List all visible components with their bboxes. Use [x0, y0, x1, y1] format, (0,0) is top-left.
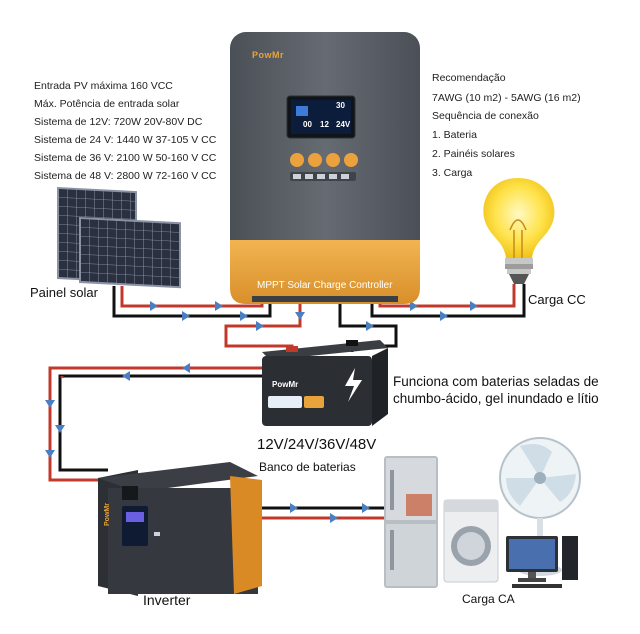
battery-compat-note-2: chumbo-ácido, gel inundado e lítio: [393, 391, 599, 406]
battery-voltages: 12V/24V/36V/48V: [257, 436, 377, 453]
lcd-value: 12: [320, 120, 329, 129]
arrow-icon: [122, 371, 130, 381]
refrigerator: [384, 456, 438, 588]
lcd-top-value: 30: [336, 101, 345, 110]
arrow-icon: [215, 301, 223, 311]
pv-spec-line: Sistema de 24 V: 1440 W 37-105 V CC: [34, 134, 217, 146]
battery-compat-note-1: Funciona com baterias seladas de: [393, 374, 599, 389]
ac-load-label: Carga CA: [462, 592, 515, 606]
pv-spec-line: Máx. Potência de entrada solar: [34, 98, 180, 110]
arrow-icon: [45, 400, 55, 408]
battery: [262, 340, 388, 426]
mppt-controller: [230, 32, 420, 304]
wires: [48, 284, 526, 520]
lcd-value: 24V: [336, 120, 351, 129]
solar-panels: [57, 186, 181, 289]
computer-icon: [506, 536, 578, 588]
rec-line: 1. Bateria: [432, 129, 477, 141]
pv-spec-line: Sistema de 12V: 720W 20V-80V DC: [34, 116, 203, 128]
dc-load-label: Carga CC: [528, 292, 586, 307]
arrow-icon: [290, 503, 298, 513]
arrow-icon: [410, 301, 418, 311]
washing-machine: [443, 499, 499, 583]
controller-brand: PowMr: [252, 50, 285, 60]
pv-spec-line: Entrada PV máxima 160 VCC: [34, 80, 173, 92]
inverter-label: Inverter: [143, 592, 191, 608]
pv-spec-line: Sistema de 36 V: 2100 W 50-160 V CC: [34, 152, 217, 164]
arrow-icon: [256, 321, 264, 331]
flow-arrows: [45, 301, 478, 523]
arrow-icon: [295, 312, 305, 320]
bulb-icon: [483, 178, 555, 284]
lcd-value: 00: [303, 120, 312, 129]
arrow-icon: [182, 363, 190, 373]
rec-line: 7AWG (10 m2) - 5AWG (16 m2): [432, 92, 581, 104]
arrow-icon: [182, 311, 190, 321]
inverter-unit: [98, 462, 262, 596]
rec-line: 3. Carga: [432, 167, 473, 179]
arrow-icon: [45, 450, 55, 458]
arrow-icon: [330, 513, 338, 523]
inverter-brand: PowMr: [104, 503, 111, 526]
arrow-icon: [55, 425, 65, 433]
arrow-icon: [366, 321, 374, 331]
pv-spec-line: Sistema de 48 V: 2800 W 72-160 V CC: [34, 170, 217, 182]
lightning-icon: [345, 368, 362, 402]
rec-line: Sequência de conexão: [432, 110, 539, 122]
rec-line: 2. Painéis solares: [432, 148, 515, 160]
rec-line: Recomendação: [432, 72, 506, 84]
controller-label: MPPT Solar Charge Controller: [257, 280, 393, 291]
arrow-icon: [470, 301, 478, 311]
solar-panel-label: Painel solar: [30, 285, 98, 300]
arrow-icon: [362, 503, 370, 513]
battery-brand: PowMr: [272, 380, 299, 389]
arrow-icon: [240, 311, 248, 321]
battery-bank-label: Banco de baterias: [259, 460, 356, 474]
arrow-icon: [440, 311, 448, 321]
arrow-icon: [150, 301, 158, 311]
